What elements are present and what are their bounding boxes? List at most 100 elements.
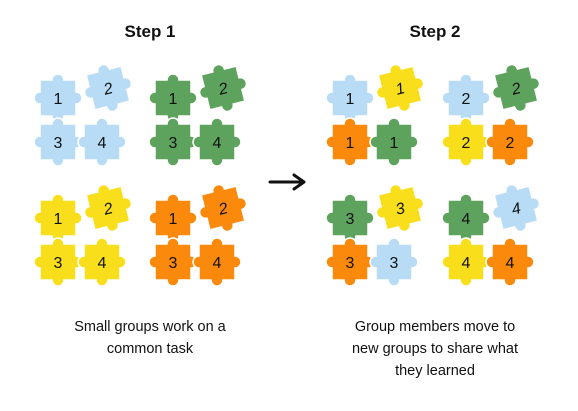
puzzle-piece: 1 [375, 63, 425, 113]
step1-caption-line: common task [106, 341, 194, 357]
puzzle-piece-label: 4 [213, 255, 222, 272]
puzzle-piece: 4 [441, 237, 491, 287]
puzzle-piece: 3 [148, 237, 198, 287]
puzzle-piece-label: 4 [462, 211, 471, 228]
puzzle-piece-shape [83, 63, 133, 113]
puzzle-piece-shape [33, 117, 83, 167]
puzzle-piece-shape [148, 117, 198, 167]
puzzle-piece: 4 [485, 237, 535, 287]
puzzle-piece-shape [369, 237, 419, 287]
puzzle-piece-shape [325, 193, 375, 243]
puzzle-piece-shape [491, 183, 541, 233]
puzzle-piece: 4 [77, 117, 127, 167]
puzzle-piece: 2 [491, 63, 541, 113]
puzzle-piece: 1 [148, 73, 198, 123]
puzzle-piece-label: 3 [390, 255, 399, 272]
puzzle-piece: 3 [369, 237, 419, 287]
puzzle-piece-label: 2 [509, 80, 523, 99]
step2-group-twos: 2 2 2 2 [441, 63, 541, 167]
puzzle-piece: 3 [33, 117, 83, 167]
puzzle-piece-label: 4 [462, 255, 471, 272]
puzzle-piece-shape [441, 237, 491, 287]
puzzle-piece-shape [148, 193, 198, 243]
puzzle-piece: 4 [192, 117, 242, 167]
step1-group-orange: 12 3 4 [148, 183, 248, 287]
puzzle-piece-label: 4 [98, 255, 107, 272]
puzzle-piece-shape [148, 237, 198, 287]
puzzle-piece-shape [369, 117, 419, 167]
puzzle-piece-shape [198, 63, 248, 113]
puzzle-piece-label: 3 [394, 200, 407, 219]
puzzle-piece-shape [33, 193, 83, 243]
puzzle-piece: 2 [441, 117, 491, 167]
puzzle-piece-label: 3 [54, 135, 63, 152]
puzzle-piece: 1 [325, 73, 375, 123]
puzzle-piece: 3 [325, 237, 375, 287]
step1-group-blue: 1 2 3 4 [33, 63, 133, 167]
step2-group-fours: 4 4 4 4 [441, 183, 541, 287]
puzzle-piece-shape [485, 237, 535, 287]
puzzle-piece-label: 3 [169, 255, 178, 272]
puzzle-piece-label: 3 [346, 255, 355, 272]
puzzle-piece-shape [325, 237, 375, 287]
puzzle-piece-label: 1 [54, 211, 63, 228]
puzzle-piece: 2 [485, 117, 535, 167]
puzzle-piece: 2 [198, 63, 248, 113]
puzzle-piece-label: 1 [346, 135, 355, 152]
step2-caption-line: Group members move to [354, 319, 516, 335]
step2-caption: Group members move to new groups to shar… [300, 316, 570, 382]
puzzle-piece-label: 2 [462, 91, 471, 108]
puzzle-piece: 2 [441, 73, 491, 123]
puzzle-piece-shape [148, 73, 198, 123]
puzzle-piece-label: 1 [390, 135, 399, 152]
puzzle-piece-label: 2 [216, 200, 230, 219]
puzzle-piece-label: 1 [54, 91, 63, 108]
puzzle-piece-label: 4 [98, 135, 107, 152]
step2-caption-line: they learned [395, 363, 475, 379]
step2-caption-line: new groups to share what [351, 341, 519, 357]
puzzle-piece-shape [192, 237, 242, 287]
puzzle-piece: 1 [148, 193, 198, 243]
right-arrow-icon [268, 173, 306, 191]
puzzle-piece-label: 2 [462, 135, 471, 152]
puzzle-piece: 3 [33, 237, 83, 287]
puzzle-piece: 2 [83, 63, 133, 113]
puzzle-piece-label: 4 [506, 255, 515, 272]
puzzle-piece-label: 2 [216, 80, 230, 99]
puzzle-piece-shape [325, 117, 375, 167]
puzzle-piece-label: 2 [506, 135, 515, 152]
puzzle-piece-shape [441, 117, 491, 167]
puzzle-piece: 3 [148, 117, 198, 167]
puzzle-piece-shape [325, 73, 375, 123]
puzzle-piece-shape [33, 237, 83, 287]
puzzle-piece: 4 [77, 237, 127, 287]
step1-caption-line: Small groups work on a [74, 319, 226, 335]
puzzle-piece: 1 [33, 193, 83, 243]
puzzle-piece: 4 [192, 237, 242, 287]
puzzle-piece-label: 4 [510, 200, 523, 219]
puzzle-piece: 2 [198, 183, 248, 233]
puzzle-piece-shape [441, 73, 491, 123]
puzzle-piece-label: 4 [213, 135, 222, 152]
puzzle-piece: 3 [375, 183, 425, 233]
step2-group-ones: 1 1 1 1 [325, 63, 425, 167]
puzzle-piece-label: 1 [346, 91, 355, 108]
puzzle-piece-shape [83, 183, 133, 233]
puzzle-piece-shape [375, 63, 425, 113]
step1-caption: Small groups work on a common task [20, 316, 280, 360]
puzzle-piece: 4 [491, 183, 541, 233]
step1-title: Step 1 [124, 22, 176, 41]
puzzle-piece: 2 [83, 183, 133, 233]
puzzle-piece-label: 2 [101, 80, 115, 99]
puzzle-piece-shape [198, 183, 248, 233]
puzzle-piece-shape [375, 183, 425, 233]
puzzle-piece-label: 3 [346, 211, 355, 228]
puzzle-piece-shape [441, 193, 491, 243]
puzzle-piece-label: 1 [169, 91, 178, 108]
puzzle-piece-shape [485, 117, 535, 167]
puzzle-piece-shape [192, 117, 242, 167]
step2-group-threes: 3 3 3 3 [325, 183, 425, 287]
puzzle-piece-label: 2 [101, 200, 115, 219]
